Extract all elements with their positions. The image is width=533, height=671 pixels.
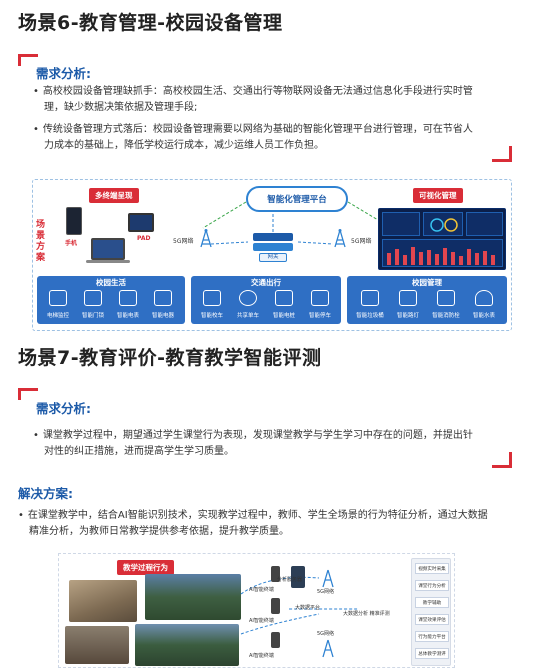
scene6-title: 场景6-教育管理-校园设备管理 (18, 12, 283, 34)
flow-label: 大数据平台 (295, 605, 321, 611)
trash-bin-icon (361, 290, 379, 306)
flow-label: 5G网络 (317, 631, 335, 637)
phone-label: 手机 (65, 240, 78, 247)
cell-tower-icon (322, 569, 334, 588)
dashboard-gauge-icon (430, 218, 458, 232)
appliance-icon (154, 290, 172, 306)
section-corner-decoration (492, 452, 512, 468)
teaching-process-tag: 教学过程行为 (117, 560, 174, 575)
band-transport: 交通出行 智能校车 共享单车 智能电桩 智能停车 (191, 276, 341, 324)
scene6-needs-heading: 需求分析: (36, 66, 91, 81)
band-item-label: 智能电表 (116, 313, 139, 319)
band-item-label: 智能停车 (308, 313, 331, 319)
scene7-needs-text: •课堂教学过程中，期望通过学生课堂行为表现，发现课堂教学与学生学习中存在的问题，… (33, 430, 473, 457)
band-item-label: 智能门锁 (81, 313, 104, 319)
dashboard-bars-icon (387, 247, 495, 265)
meter-icon (119, 290, 137, 306)
band-item-label: 智能水表 (472, 313, 495, 319)
band-item-label: 智能垃圾桶 (356, 313, 384, 319)
section-corner-decoration (18, 388, 38, 400)
multi-terminal-tag: 多终端呈现 (89, 188, 139, 203)
scene7-title: 场景7-教育评价-教育教学智能评测 (18, 347, 322, 369)
band-item-label: 电梯监控 (46, 313, 69, 319)
dashboard-chart-panel (382, 239, 503, 267)
dashboard-panel (382, 212, 420, 236)
band-item-label: 智能电桩 (272, 313, 295, 319)
charging-pile-icon (275, 290, 293, 306)
flow-label: 大数据分析 精准评测 (343, 611, 390, 617)
flow-label: AI智能终端 (249, 587, 274, 593)
evaluation-step: 行为能力平台 (415, 631, 449, 642)
band-title: 交通出行 (251, 278, 281, 287)
scene7-solution-text: •在课堂教学中，结合AI智能识别技术，实现教学过程中，教师、学生全场景的行为特征… (18, 510, 488, 537)
evaluation-step: 课堂行为分析 (415, 580, 449, 591)
campus-device-diagram: 场景方案 多终端呈现 可视化管理 手机 PAD 智能化管理平台 5G网络 5G网… (32, 179, 512, 331)
platform-cloud: 智能化管理平台 (246, 186, 348, 212)
visual-mgmt-tag: 可视化管理 (413, 188, 463, 203)
band-item-label: 智能校车 (200, 313, 223, 319)
pad-label: PAD (137, 235, 151, 242)
server-unit-icon (253, 243, 293, 251)
visual-dashboard-screen (378, 208, 506, 270)
band-item-label: 智能路灯 (396, 313, 419, 319)
students-photo-image (135, 624, 239, 666)
classroom-3d-image (69, 580, 137, 622)
band-campus-life: 校园生活 电梯监控 智能门锁 智能电表 智能电器 (37, 276, 185, 324)
band-item-label: 智能消防栓 (432, 313, 460, 319)
teacher-photo-image (65, 626, 129, 664)
evaluation-step: 视频实时采集 (415, 563, 449, 574)
bicycle-icon (239, 290, 257, 306)
street-light-icon (399, 290, 417, 306)
elevator-icon (49, 290, 67, 306)
evaluation-step: 总体教学测评 (415, 648, 449, 659)
dashboard-panel (466, 212, 503, 236)
ai-terminal-icon (271, 598, 280, 614)
cell-tower-icon (322, 639, 334, 658)
analysis-server-icon (291, 566, 305, 588)
scene7-needs-heading: 需求分析: (36, 401, 91, 416)
laptop-device-icon (91, 238, 125, 260)
ai-terminal-icon (271, 566, 280, 582)
scene6-bullet-2: •传统设备管理方式落后：校园设备管理需要以网络为基础的智能化管理平台进行管理，可… (33, 124, 473, 151)
gateway-box: 网关 (259, 253, 287, 262)
fire-hydrant-icon (437, 290, 455, 306)
flow-label: AI智能终端 (249, 653, 274, 659)
band-title: 校园生活 (96, 278, 126, 287)
flow-label: 分析服务器 (277, 577, 303, 583)
section-corner-decoration (18, 54, 38, 66)
water-meter-icon (475, 290, 493, 306)
cell-tower-left-icon (200, 229, 212, 248)
band-title: 校园管理 (412, 278, 442, 287)
band-item-label: 智能电器 (151, 313, 174, 319)
net-label-right: 5G网络 (351, 238, 372, 245)
parking-car-icon (311, 290, 329, 306)
teaching-evaluation-diagram: 教学过程行为 分析服务器 AI智能终端 AI智能终端 AI智能终端 5G网络 5… (58, 553, 455, 668)
section-corner-decoration (492, 146, 512, 162)
evaluation-step: 教学辅助 (415, 597, 449, 608)
server-unit-icon (253, 233, 293, 241)
network-links (202, 201, 379, 245)
flow-label: AI智能终端 (249, 618, 274, 624)
evaluation-step: 课堂效果评估 (415, 614, 449, 625)
door-lock-icon (84, 290, 102, 306)
band-campus-management: 校园管理 智能垃圾桶 智能路灯 智能消防栓 智能水表 (347, 276, 507, 324)
classroom-photo-image (145, 574, 241, 620)
net-label-left: 5G网络 (173, 238, 194, 245)
band-item-label: 共享单车 (236, 313, 259, 319)
pad-device-icon (128, 213, 154, 232)
bus-icon (203, 290, 221, 306)
flow-label: 5G网络 (317, 589, 335, 595)
laptop-base-icon (86, 260, 130, 263)
evaluation-steps-list: 视频实时采集 课堂行为分析 教学辅助 课堂效果评估 行为能力平台 总体教学测评 (411, 558, 451, 666)
ai-terminal-icon (271, 632, 280, 648)
scene7-solution-heading: 解决方案: (18, 486, 73, 501)
phone-device-icon (66, 207, 82, 235)
cell-tower-right-icon (334, 229, 346, 248)
scene-label: 场景方案 (36, 220, 46, 263)
scene6-bullet-1: •高校校园设备管理缺抓手：高校校园生活、交通出行等物联网设备无法通过信息化手段进… (33, 86, 473, 113)
